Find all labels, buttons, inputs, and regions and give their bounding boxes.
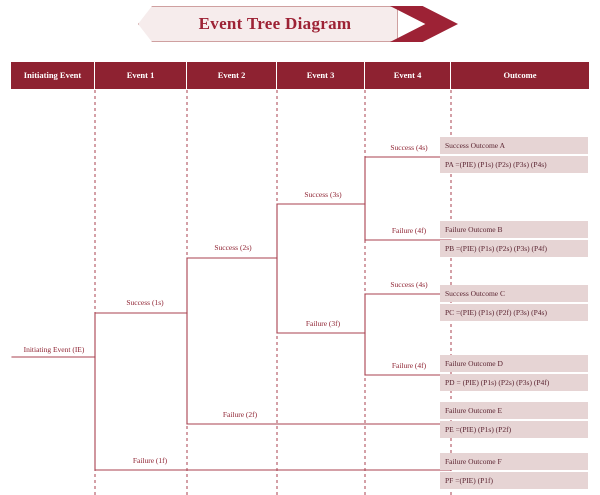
outcome-name-f: Failure Outcome F xyxy=(440,453,588,470)
column-header-event-4: Event 4 xyxy=(365,62,451,89)
title-banner: Event Tree Diagram xyxy=(138,6,458,42)
branch-label-event2-failure: Failure (2f) xyxy=(222,410,258,419)
outcome-formula-f: PF =(PIE) (P1f) xyxy=(440,472,588,489)
branch-label-event4-success-c: Success (4s) xyxy=(390,280,428,289)
outcome-box-c[interactable]: Success Outcome C PC =(PIE) (P1s) (P2f) … xyxy=(440,285,588,321)
outcome-formula-b: PB =(PIE) (P1s) (P2s) (P3s) (P4f) xyxy=(440,240,588,257)
branch-label-event4-success-a: Success (4s) xyxy=(390,143,428,152)
branch-label-event3-success: Success (3s) xyxy=(304,190,342,199)
tree-branch-group xyxy=(11,156,452,471)
branch-label-event2-success: Success (2s) xyxy=(214,243,252,252)
branch-label-event1-success: Success (1s) xyxy=(126,298,164,307)
ribbon-left-shape xyxy=(138,6,398,42)
outcome-formula-d: PD = (PIE) (P1s) (P2s) (P3s) (P4f) xyxy=(440,374,588,391)
outcome-formula-e: PE =(PIE) (P1s) (P2f) xyxy=(440,421,588,438)
branch-label-event3-failure: Failure (3f) xyxy=(305,319,341,328)
outcome-formula-a: PA =(PIE) (P1s) (P2s) (P3s) (P4s) xyxy=(440,156,588,173)
outcome-name-a: Success Outcome A xyxy=(440,137,588,154)
initiating-event-label: Initiating Event (IE) xyxy=(23,345,85,354)
outcome-name-c: Success Outcome C xyxy=(440,285,588,302)
outcome-box-a[interactable]: Success Outcome A PA =(PIE) (P1s) (P2s) … xyxy=(440,137,588,173)
page-title: Event Tree Diagram xyxy=(198,14,352,33)
column-header-initiating-event: Initiating Event xyxy=(11,62,95,89)
column-header-event-1: Event 1 xyxy=(95,62,187,89)
outcome-name-d: Failure Outcome D xyxy=(440,355,588,372)
outcome-name-e: Failure Outcome E xyxy=(440,402,588,419)
outcome-box-e[interactable]: Failure Outcome E PE =(PIE) (P1s) (P2f) xyxy=(440,402,588,438)
branch-label-event1-failure: Failure (1f) xyxy=(132,456,168,465)
ribbon-arrow-icon xyxy=(390,6,458,42)
outcome-formula-c: PC =(PIE) (P1s) (P2f) (P3s) (P4s) xyxy=(440,304,588,321)
branch-label-event4-failure-d: Failure (4f) xyxy=(391,361,427,370)
title-ribbon-shape xyxy=(138,6,458,42)
outcome-box-d[interactable]: Failure Outcome D PD = (PIE) (P1s) (P2s)… xyxy=(440,355,588,391)
column-header-band: Initiating Event Event 1 Event 2 Event 3… xyxy=(11,62,589,89)
column-header-event-2: Event 2 xyxy=(187,62,277,89)
outcome-box-b[interactable]: Failure Outcome B PB =(PIE) (P1s) (P2s) … xyxy=(440,221,588,257)
column-header-event-3: Event 3 xyxy=(277,62,365,89)
outcome-box-f[interactable]: Failure Outcome F PF =(PIE) (P1f) xyxy=(440,453,588,489)
branch-label-event4-failure-b: Failure (4f) xyxy=(391,226,427,235)
outcome-name-b: Failure Outcome B xyxy=(440,221,588,238)
column-header-outcome: Outcome xyxy=(503,70,537,80)
